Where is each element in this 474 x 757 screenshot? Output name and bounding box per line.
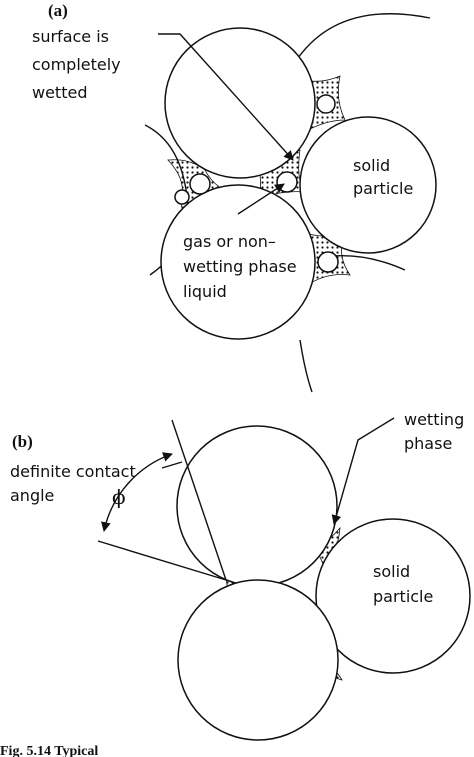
panel-a-tag: (a) xyxy=(48,1,68,20)
angle-arc xyxy=(101,452,173,532)
particle-b-bottom xyxy=(177,579,339,741)
particle-top xyxy=(164,27,316,179)
label-contact-line1: definite contact xyxy=(10,462,136,481)
partial-particle-top-right xyxy=(297,13,431,59)
gas-bubble-2 xyxy=(276,171,298,193)
leader-wetting-phase xyxy=(331,417,395,525)
particle-right xyxy=(299,116,437,254)
label-surface-line2: completely xyxy=(32,55,121,74)
tangent-line xyxy=(171,419,227,581)
label-wetting-line2: phase xyxy=(404,434,452,453)
gas-bubble-4 xyxy=(317,251,339,273)
leader-gas xyxy=(237,183,285,215)
leader-surface-wetted xyxy=(158,33,294,161)
label-contact-line2: angle xyxy=(10,486,54,505)
panel-a: (a) surface is completely wetted solid p… xyxy=(32,1,437,393)
label-wetting-line1: wetting xyxy=(404,410,464,429)
panel-b-tag: (b) xyxy=(12,432,33,451)
angle-phi-symbol: ϕ xyxy=(112,485,126,509)
label-gas-line2: wetting phase xyxy=(183,257,297,276)
label-solid-b-line2: particle xyxy=(373,587,433,606)
label-gas-line1: gas or non– xyxy=(183,232,276,251)
leader-contact-angle xyxy=(161,461,183,469)
label-solid-b-line1: solid xyxy=(373,562,410,581)
gas-bubble-3 xyxy=(316,94,336,114)
surface-line xyxy=(97,540,227,581)
label-surface-line3: wetted xyxy=(32,83,87,102)
figure-caption: Fig. 5.14 Typical xyxy=(0,744,98,757)
particle-bottom xyxy=(160,184,316,340)
label-solid-a-line2: particle xyxy=(353,179,413,198)
label-surface-line1: surface is xyxy=(32,27,109,46)
gas-bubble-5 xyxy=(174,189,190,205)
label-gas-line3: liquid xyxy=(183,282,227,301)
particle-b-right xyxy=(315,518,471,674)
panel-b: (b) definite contact angle ϕ wetting pha… xyxy=(10,410,471,741)
gas-bubble-1 xyxy=(189,173,211,195)
partial-particle-bottom xyxy=(299,339,313,393)
label-solid-a-line1: solid xyxy=(353,156,390,175)
